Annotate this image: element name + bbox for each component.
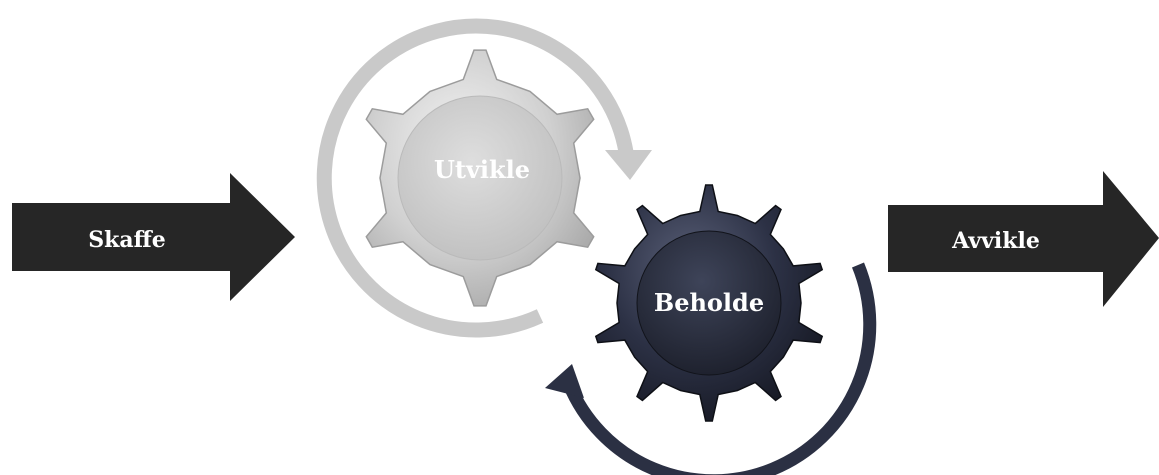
offboard-arrow: Avvikle (888, 171, 1159, 307)
offboard-label: Avvikle (951, 228, 1040, 254)
develop-cycle-arrowhead (605, 150, 652, 180)
retain-label: Beholde (654, 288, 764, 317)
develop-gear-hub (397, 95, 563, 261)
retain-cycle-arc (562, 262, 877, 475)
develop-cycle-arrow (316, 18, 652, 338)
acquire-arrow-shape (12, 173, 295, 301)
retain-gear: Beholde (594, 184, 824, 422)
retain-cycle-arrow (545, 262, 877, 475)
acquire-arrow: Skaffe (12, 173, 295, 301)
offboard-arrow-shape (888, 171, 1159, 307)
retain-cycle-arrowhead (545, 364, 584, 398)
develop-gear: Utvikle (365, 49, 595, 307)
develop-cycle-arc (316, 18, 634, 338)
acquire-label: Skaffe (88, 227, 165, 253)
develop-label: Utvikle (434, 155, 530, 184)
retain-gear-hub (636, 230, 782, 376)
